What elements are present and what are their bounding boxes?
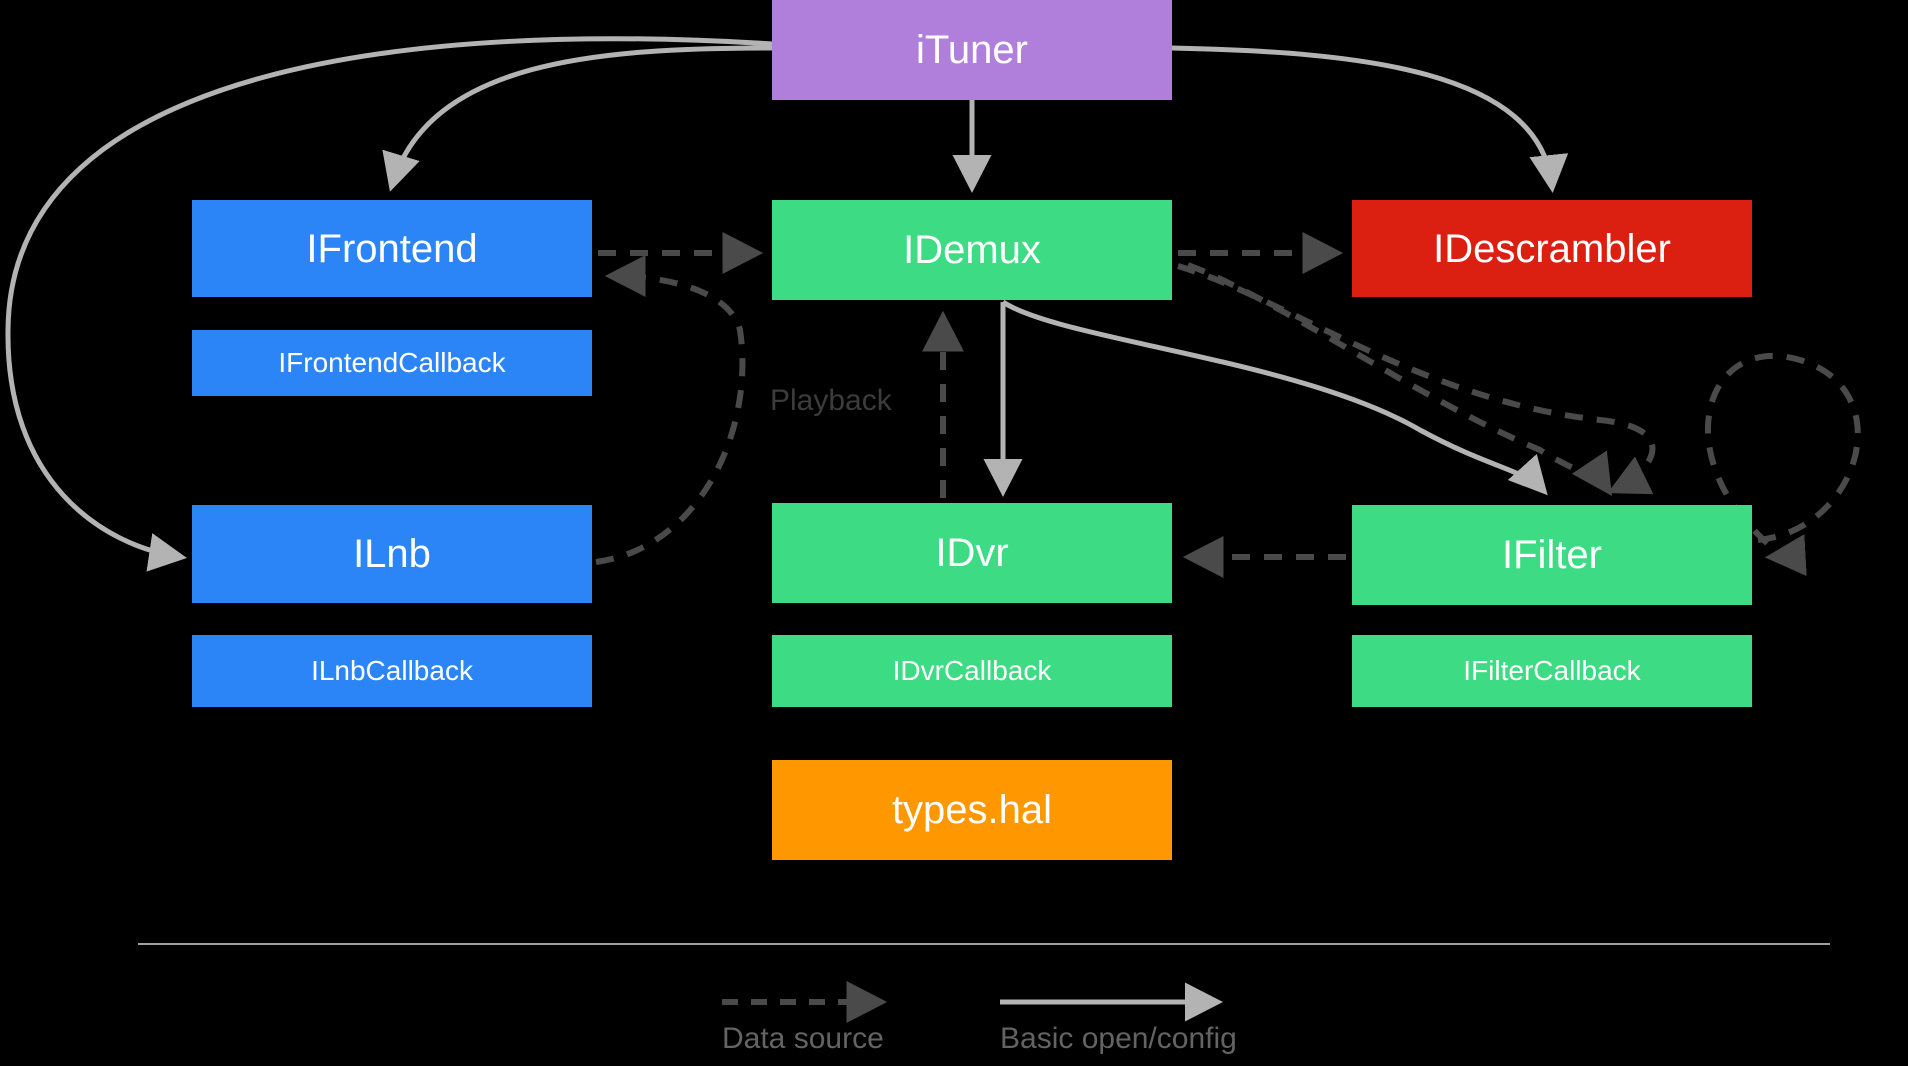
edge-ituner-ifrontend <box>382 45 773 192</box>
edge-ituner-ilnb <box>5 36 773 572</box>
node-types-hal[interactable]: types.hal <box>772 760 1172 860</box>
node-label: IFrontend <box>306 226 478 271</box>
node-label: iTuner <box>916 28 1028 72</box>
node-label: ILnb <box>353 532 431 576</box>
node-label: IDvrCallback <box>892 654 1052 686</box>
node-idemux[interactable]: IDemux <box>772 200 1172 300</box>
node-ilnb[interactable]: ILnb <box>192 505 592 603</box>
node-ifiltercallback[interactable]: IFilterCallback <box>1352 635 1752 707</box>
node-label: ILnbCallback <box>311 654 473 686</box>
edge-label-playback: Playback <box>770 384 892 417</box>
node-label: IFilterCallback <box>1463 654 1641 686</box>
node-idescrambler[interactable]: IDescrambler <box>1352 200 1752 297</box>
edge-ilnb-ifrontend-dashed <box>595 255 746 565</box>
edge-ituner-idescrambler <box>1171 45 1569 193</box>
node-label: IFilter <box>1502 533 1602 577</box>
legend-label-data-source: Data source <box>722 1022 884 1055</box>
edge-idescrambler-ifilter-dashed <box>1177 263 1656 495</box>
node-label: IDemux <box>903 228 1041 272</box>
edge-ifilter-self-loop-dashed <box>1704 352 1861 577</box>
node-label: IDescrambler <box>1433 226 1671 271</box>
node-label: IDvr <box>935 531 1009 575</box>
node-idvr[interactable]: IDvr <box>772 503 1172 603</box>
edge-idemux-ifilter-dashed <box>1186 262 1613 496</box>
legend-label-basic-config: Basic open/config <box>1000 1022 1237 1055</box>
node-ituner[interactable]: iTuner <box>772 0 1172 100</box>
edge-idemux-ifilter <box>1001 299 1548 496</box>
node-label: types.hal <box>891 788 1053 832</box>
node-idvrcallback[interactable]: IDvrCallback <box>772 635 1172 707</box>
node-ilnbcallback[interactable]: ILnbCallback <box>192 635 592 707</box>
node-ifilter[interactable]: IFilter <box>1352 505 1752 605</box>
node-ifrontendcallback[interactable]: IFrontendCallback <box>192 330 592 396</box>
node-label: IFrontendCallback <box>278 346 506 378</box>
node-ifrontend[interactable]: IFrontend <box>192 200 592 297</box>
